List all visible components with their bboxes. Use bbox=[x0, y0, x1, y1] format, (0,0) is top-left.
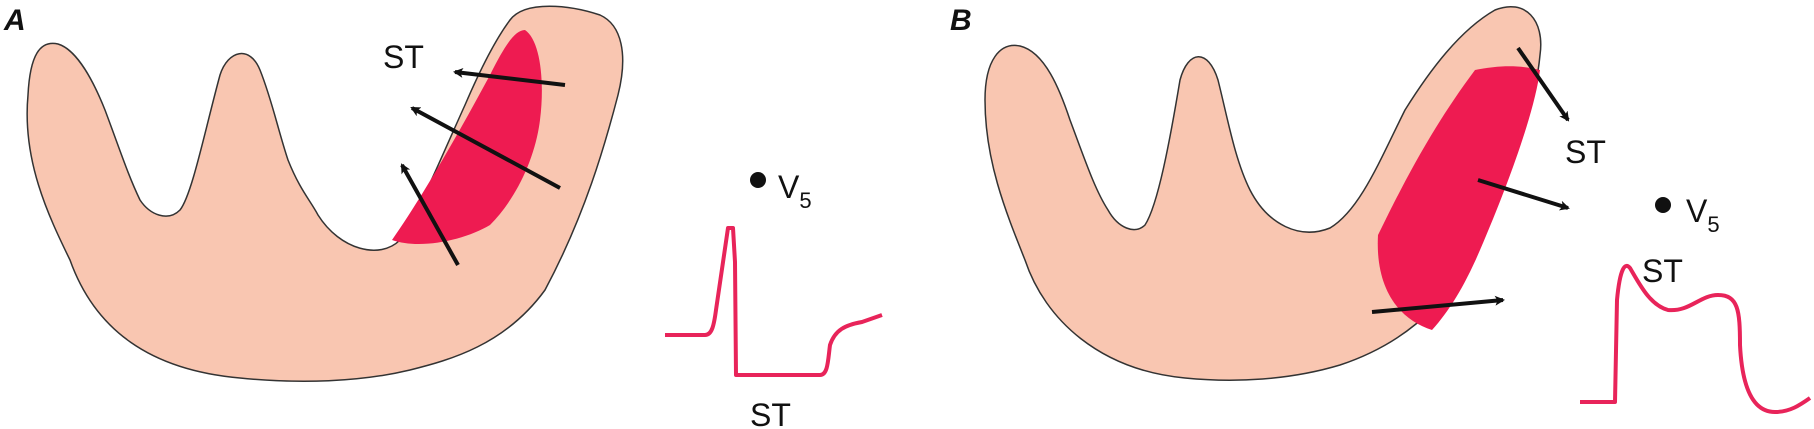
panel-a-ecg-trace bbox=[665, 226, 883, 377]
panel-b-ecg-trace bbox=[1580, 263, 1812, 414]
panel-b: B ST V5 ST bbox=[950, 4, 1812, 414]
panel-b-arrow-2 bbox=[1477, 178, 1570, 211]
panel-a-arrow-2 bbox=[410, 106, 561, 190]
panel-a-st-top-label: ST bbox=[383, 39, 424, 75]
panel-b-v5-label: V5 bbox=[1686, 193, 1720, 237]
panel-a-ventricle bbox=[26, 5, 624, 383]
panel-a-arrow-3 bbox=[400, 163, 460, 266]
panel-a-v5-subscript: 5 bbox=[799, 188, 811, 213]
panel-a-v5-label: V5 bbox=[778, 169, 812, 213]
panel-b-arrow-3 bbox=[1371, 295, 1505, 314]
panel-a-st-bottom-label: ST bbox=[750, 397, 791, 429]
panel-b-st-right-label: ST bbox=[1565, 134, 1606, 170]
panel-b-injury-zone bbox=[1377, 66, 1540, 330]
panel-b-letter: B bbox=[950, 4, 972, 37]
panel-a-arrow-1 bbox=[453, 67, 566, 87]
panel-a-v5-electrode bbox=[750, 172, 766, 188]
panel-a-letter: A bbox=[3, 4, 26, 37]
panel-b-v5-electrode bbox=[1655, 197, 1671, 213]
panel-b-st-wave-label: ST bbox=[1642, 253, 1683, 289]
panel-a: A ST V5 ST bbox=[3, 4, 883, 429]
panel-b-arrow-1 bbox=[1516, 46, 1570, 122]
panel-b-v5-subscript: 5 bbox=[1707, 212, 1719, 237]
